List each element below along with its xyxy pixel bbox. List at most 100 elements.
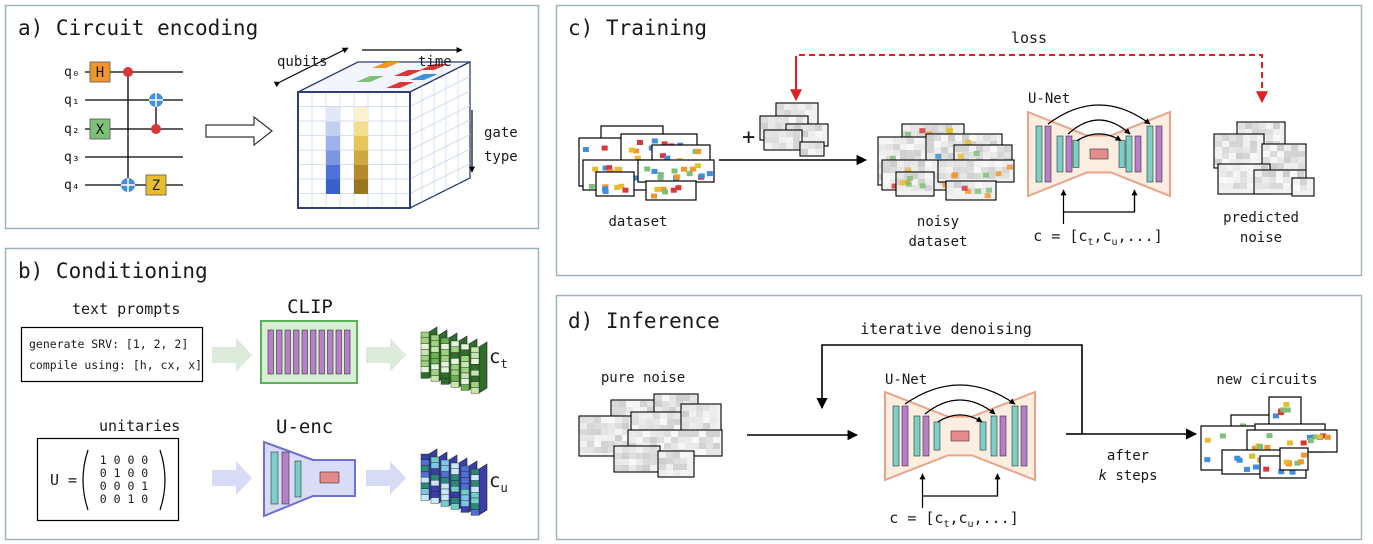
noise-pixel xyxy=(1273,129,1280,135)
noise-pixel xyxy=(890,179,897,185)
unet-layer xyxy=(1146,125,1154,183)
noise-pixel xyxy=(927,135,934,141)
embedding-cell xyxy=(450,381,460,388)
noise-pixel xyxy=(925,173,932,179)
gate-cell xyxy=(651,138,658,144)
unet-layer xyxy=(999,415,1007,457)
gate-cell xyxy=(905,132,912,138)
noise-pixel xyxy=(629,459,636,465)
embedding-cell xyxy=(430,363,440,371)
noise-pixel xyxy=(622,435,629,441)
noise-pixel xyxy=(932,173,939,179)
noise-pixel xyxy=(674,425,681,431)
noise-pixel xyxy=(791,110,798,116)
unet-layer xyxy=(979,421,987,451)
noise-pixel xyxy=(622,465,629,471)
noise-pixel xyxy=(918,173,925,179)
gate-cell xyxy=(961,185,968,191)
clip-label: CLIP xyxy=(287,296,333,318)
gate-cell xyxy=(1204,457,1211,463)
gate-cell xyxy=(602,186,609,192)
noise-pixel xyxy=(1263,157,1270,163)
gate-cell xyxy=(935,153,942,159)
noise-pixel xyxy=(689,411,696,417)
noise-pixel xyxy=(1238,123,1245,129)
embedding-cell xyxy=(470,352,480,359)
panel-d-frame xyxy=(555,294,1363,541)
noise-pixel xyxy=(808,125,815,131)
noise-pixel xyxy=(1243,147,1250,153)
noise-pixel xyxy=(1245,129,1252,135)
noise-pixel xyxy=(927,153,934,159)
target-gate xyxy=(121,178,135,192)
noise-pixel xyxy=(1252,123,1259,129)
gate-cell xyxy=(671,168,678,174)
noise-pixel xyxy=(680,470,687,476)
gate-cell xyxy=(1316,434,1323,440)
noise-pixel xyxy=(1284,163,1291,169)
noise-pixel xyxy=(925,185,932,191)
gate-cell xyxy=(947,128,954,134)
noise-pixel xyxy=(904,185,911,191)
gate-cell xyxy=(636,139,643,145)
embedding-cell xyxy=(440,355,450,362)
noise-pixel xyxy=(921,150,928,156)
noise-pixel xyxy=(580,429,587,435)
noise-pixel xyxy=(897,185,904,191)
noise-pixel xyxy=(601,435,608,441)
noise-pixel xyxy=(914,144,921,150)
clip-bar xyxy=(327,329,334,375)
noise-pixel xyxy=(655,401,662,407)
noise-pixel xyxy=(664,437,671,443)
noise-pixel xyxy=(608,423,615,429)
noise-pixel xyxy=(706,443,713,449)
noise-pixel xyxy=(594,429,601,435)
skip-connection xyxy=(937,414,983,423)
embedding-cell xyxy=(420,482,430,490)
noise-pixel xyxy=(1283,183,1290,189)
embedding-cell xyxy=(440,459,450,467)
noise-pixel xyxy=(1219,183,1226,189)
noise-pixel xyxy=(615,465,622,471)
noise-pixel xyxy=(706,449,713,455)
gate-cell xyxy=(995,171,1002,177)
noise-pixel xyxy=(955,146,962,152)
noise-pixel xyxy=(682,423,689,429)
noise-pixel xyxy=(629,447,636,453)
embedding-cell xyxy=(450,352,460,359)
embedding-cell xyxy=(420,459,430,466)
noise-pixel xyxy=(1215,147,1222,153)
noise-pixel xyxy=(692,437,699,443)
noise-pixel xyxy=(622,459,629,465)
embedding-cell xyxy=(470,509,480,516)
tensor-cell xyxy=(326,121,340,136)
clip-bar xyxy=(276,329,283,375)
noise-pixel xyxy=(676,395,683,401)
noise-pixel xyxy=(587,417,594,423)
noise-pixel xyxy=(1291,157,1298,163)
gate-cell xyxy=(986,187,993,193)
noise-pixel xyxy=(794,125,801,131)
qubit-label-2: q₂ xyxy=(64,122,80,137)
noise-pixel xyxy=(925,179,932,185)
clip-bar xyxy=(344,329,351,375)
unet-layer xyxy=(1125,135,1133,173)
noise-pixel xyxy=(924,125,931,131)
noise-pixel xyxy=(997,146,1004,152)
noise-pixel xyxy=(1300,185,1307,191)
embedding-cell xyxy=(440,465,450,472)
noise-pixel xyxy=(772,137,779,143)
noise-pixel xyxy=(685,431,692,437)
embedding-cell xyxy=(420,360,430,368)
noise-pixel xyxy=(1222,153,1229,159)
tensor-cell xyxy=(372,62,400,68)
embedding-cell xyxy=(470,497,480,505)
embedding-cell xyxy=(430,480,440,487)
noise-pixel xyxy=(893,150,900,156)
noise-pixel xyxy=(1236,159,1243,165)
noise-pixel xyxy=(900,156,907,162)
noise-pixel xyxy=(934,141,941,147)
noise-pixel xyxy=(948,141,955,147)
noise-pixel xyxy=(1243,141,1250,147)
noise-pixel xyxy=(1226,183,1233,189)
